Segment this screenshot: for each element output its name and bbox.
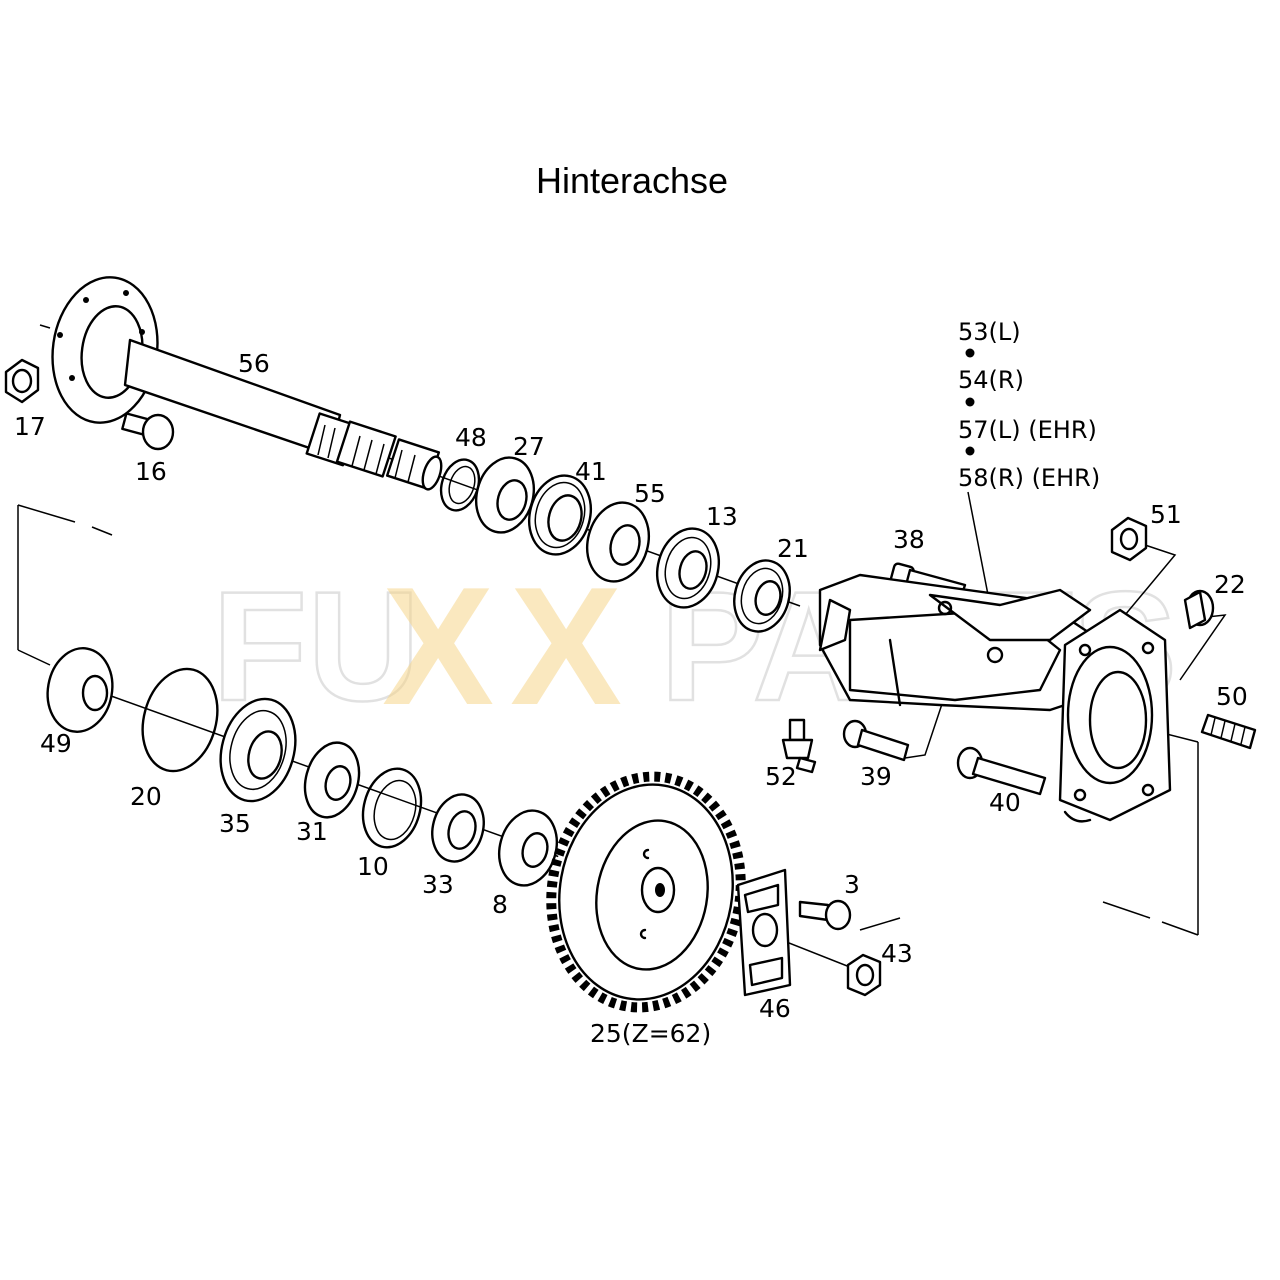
label-31: 31 <box>296 817 328 846</box>
circlip-10 <box>361 767 423 849</box>
label-48: 48 <box>455 423 487 452</box>
separator-bullets <box>965 348 975 456</box>
label-27: 27 <box>513 432 545 461</box>
label-52: 52 <box>765 762 797 791</box>
label-20: 20 <box>130 782 162 811</box>
label-51: 51 <box>1150 500 1182 529</box>
label-13: 13 <box>706 502 738 531</box>
label-56: 56 <box>238 349 270 378</box>
watermark-x2: X <box>510 552 622 740</box>
nut-43 <box>846 953 882 997</box>
label-16: 16 <box>135 457 167 486</box>
label-50: 50 <box>1216 682 1248 711</box>
roller-bearing-13 <box>656 527 720 609</box>
gear-25 <box>546 771 746 1013</box>
watermark-x1: X <box>382 552 494 740</box>
label-22: 22 <box>1214 570 1246 599</box>
label-58: 58(R) (EHR) <box>958 464 1100 492</box>
ring-33 <box>431 793 485 863</box>
bolt-40 <box>956 746 1047 796</box>
bearing-21 <box>733 559 791 633</box>
label-41: 41 <box>575 457 607 486</box>
label-35: 35 <box>219 809 251 838</box>
label-17: 17 <box>14 412 46 441</box>
label-25: 25(Z=62) <box>590 1019 711 1048</box>
oring-20 <box>141 667 219 773</box>
axle-shaft-56 <box>51 276 443 491</box>
lock-plate-46 <box>736 868 792 997</box>
nut-17 <box>4 358 40 404</box>
stud-50 <box>1200 713 1257 750</box>
bolt-3 <box>798 899 852 931</box>
bearing-31 <box>303 741 361 819</box>
label-46: 46 <box>759 994 791 1023</box>
sleeve-22 <box>1183 589 1215 630</box>
axle-housing <box>818 573 1172 823</box>
nut-51 <box>1110 516 1148 562</box>
seal-41 <box>528 474 592 556</box>
page-title: Hinterachse <box>535 160 729 201</box>
bolt-39 <box>842 719 910 762</box>
ring-49 <box>46 647 114 733</box>
label-49: 49 <box>40 729 72 758</box>
label-21: 21 <box>777 534 809 563</box>
label-43: 43 <box>881 939 913 968</box>
label-57: 57(L) (EHR) <box>958 416 1097 444</box>
label-8: 8 <box>492 890 508 919</box>
label-3: 3 <box>844 870 860 899</box>
watermark-left: FU <box>212 560 420 734</box>
label-38: 38 <box>893 525 925 554</box>
seal-35 <box>219 697 297 803</box>
bearing-8 <box>498 809 558 887</box>
label-55: 55 <box>634 479 666 508</box>
ring-55 <box>586 501 650 583</box>
label-39: 39 <box>860 762 892 791</box>
label-53: 53(L) <box>958 318 1021 346</box>
breather-52 <box>781 718 817 774</box>
part-labels: 56 17 16 48 27 41 55 13 21 38 53(L) 54(R… <box>14 318 1248 1048</box>
plug-16 <box>121 412 175 451</box>
label-33: 33 <box>422 870 454 899</box>
label-40: 40 <box>989 788 1021 817</box>
label-54: 54(R) <box>958 366 1024 394</box>
label-10: 10 <box>357 852 389 881</box>
